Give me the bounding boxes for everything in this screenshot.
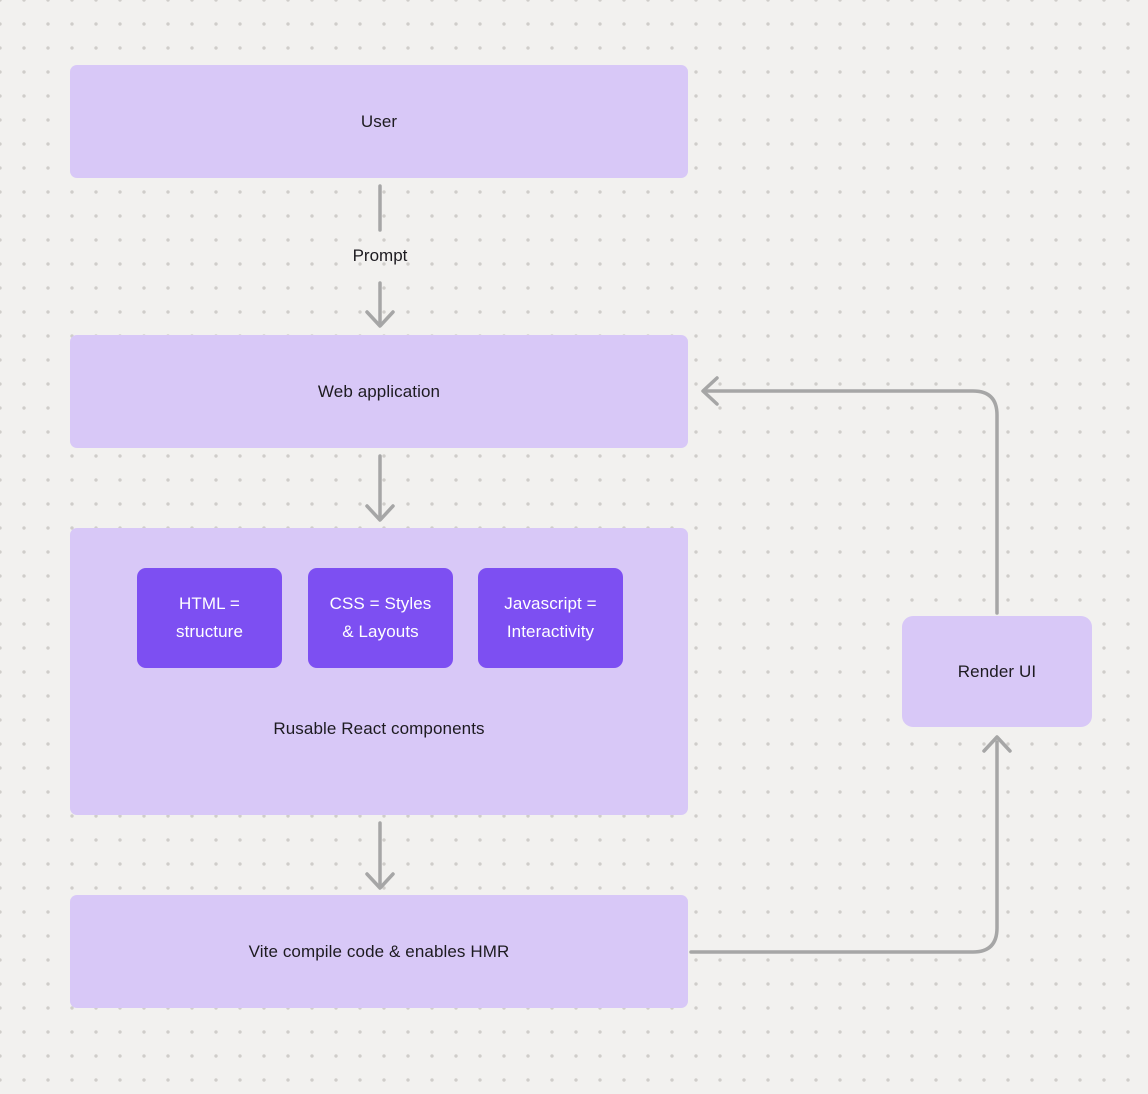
arrowhead-down-icon	[365, 872, 395, 890]
arrowhead-down-icon	[365, 504, 395, 522]
arrowhead-up-icon	[982, 735, 1012, 753]
node-render-ui[interactable]: Render UI	[902, 616, 1092, 727]
chip-html[interactable]: HTML = structure	[137, 568, 282, 668]
edge-vite-to-renderui[interactable]	[689, 735, 1012, 954]
node-render-ui-label: Render UI	[957, 661, 1037, 681]
node-vite[interactable]: Vite compile code & enables HMR	[70, 895, 688, 1008]
edge-renderui-to-webapp[interactable]	[701, 376, 999, 615]
node-web-application-label: Web application	[317, 381, 441, 401]
components-group-caption: Rusable React components	[273, 719, 485, 738]
node-vite-label: Vite compile code & enables HMR	[248, 941, 510, 961]
node-user[interactable]: User	[70, 65, 688, 178]
chip-html-label: HTML = structure	[175, 593, 244, 641]
node-web-application[interactable]: Web application	[70, 335, 688, 448]
edge-label-prompt: Prompt	[352, 246, 408, 265]
chip-css[interactable]: CSS = Styles & Layouts	[308, 568, 453, 668]
chip-css-label: CSS = Styles & Layouts	[329, 593, 432, 641]
arrowhead-down-icon	[365, 310, 395, 328]
chip-javascript-label: Javascript = Interactivity	[504, 593, 597, 641]
edge-components-to-vite[interactable]	[365, 821, 395, 890]
chip-javascript[interactable]: Javascript = Interactivity	[478, 568, 623, 668]
arrowhead-left-icon	[701, 376, 719, 406]
node-components-group[interactable]: HTML = structure CSS = Styles & Layouts …	[70, 528, 688, 815]
node-user-label: User	[360, 111, 398, 131]
edge-webapp-to-components[interactable]	[365, 454, 395, 522]
